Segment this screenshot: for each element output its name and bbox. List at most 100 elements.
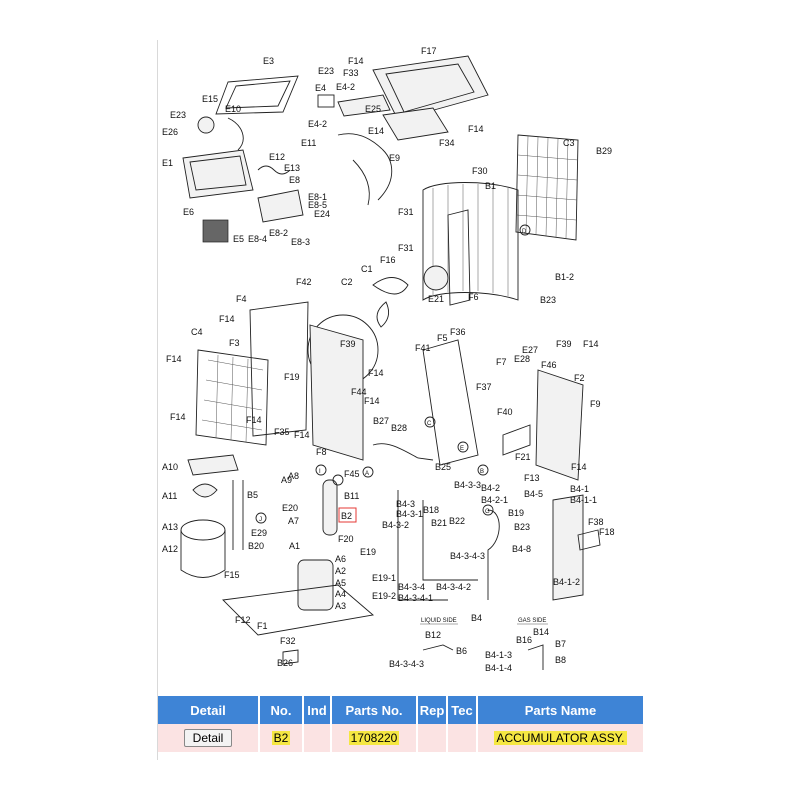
part-label: E10 — [225, 104, 241, 114]
part-label: E8-5 — [308, 200, 327, 210]
part-label: B4-3-4-3 — [389, 659, 424, 669]
part-label: F14 — [166, 354, 182, 364]
part-label: F34 — [439, 138, 455, 148]
part-label: F14 — [571, 462, 587, 472]
part-label: B23 — [540, 295, 556, 305]
part-label: F46 — [541, 360, 557, 370]
part-label: F5 — [437, 333, 448, 343]
part-label: F7 — [496, 357, 507, 367]
part-label: F33 — [343, 68, 359, 78]
cell-ind — [303, 724, 332, 752]
part-label: F30 — [472, 166, 488, 176]
part-label: E26 — [162, 127, 178, 137]
part-label: E8-3 — [291, 237, 310, 247]
part-label: F21 — [515, 452, 531, 462]
part-label: B19 — [508, 508, 524, 518]
part-label: F45 — [344, 469, 360, 479]
part-label: B4-3-3 — [454, 480, 481, 490]
part-label: A4 — [335, 589, 346, 599]
part-label: E20 — [282, 503, 298, 513]
part-label: E8-4 — [248, 234, 267, 244]
part-label: F40 — [497, 407, 513, 417]
part-label: F6 — [468, 292, 479, 302]
part-label: F13 — [524, 473, 540, 483]
part-label: F38 — [588, 517, 604, 527]
part-label: F37 — [476, 382, 492, 392]
part-label: A13 — [162, 522, 178, 532]
part-label: E23 — [170, 110, 186, 120]
part-label: F44 — [351, 387, 367, 397]
part-label: E4-2 — [308, 119, 327, 129]
parts-catalog-panel: A B C D E G I J E3 F14 F17 E23 F33 E4 E4… — [157, 40, 645, 760]
cell-parts-no: 1708220 — [331, 724, 418, 752]
part-label: B2 — [341, 511, 352, 521]
part-label: B18 — [423, 505, 439, 515]
part-label: B22 — [449, 516, 465, 526]
detail-button[interactable]: Detail — [183, 729, 233, 747]
parts-name-value: ACCUMULATOR ASSY. — [494, 731, 627, 745]
part-label: B4-1-1 — [570, 495, 597, 505]
part-label: E8 — [289, 175, 300, 185]
part-label: B4-2 — [481, 483, 500, 493]
connector-label: A — [365, 471, 369, 477]
cell-parts-name: ACCUMULATOR ASSY. — [477, 724, 645, 752]
part-label: B7 — [555, 639, 566, 649]
part-label: B29 — [596, 146, 612, 156]
part-label: A12 — [162, 544, 178, 554]
part-label: B4-3-2 — [382, 520, 409, 530]
part-label: F31 — [398, 207, 414, 217]
cell-tec — [447, 724, 478, 752]
table-row: Detail B2 1708220 ACCUMULATOR ASSY. — [158, 724, 645, 752]
part-label: B23 — [514, 522, 530, 532]
part-label: E15 — [202, 94, 218, 104]
connector-label: J — [259, 517, 262, 523]
part-label: E13 — [284, 163, 300, 173]
part-label: A3 — [335, 601, 346, 611]
part-label: F3 — [229, 338, 240, 348]
part-label: F36 — [450, 327, 466, 337]
part-label: A9 — [281, 475, 292, 485]
part-label: C2 — [341, 277, 353, 287]
connector-label: C — [427, 421, 432, 427]
part-label: F9 — [590, 399, 601, 409]
part-label: F14 — [294, 430, 310, 440]
part-label: E3 — [263, 56, 274, 66]
part-label: F20 — [338, 534, 354, 544]
part-number-ref: B2 — [271, 731, 291, 745]
part-label: A7 — [288, 516, 299, 526]
part-label: E28 — [514, 354, 530, 364]
part-label: F14 — [468, 124, 484, 134]
part-label: E21 — [428, 294, 444, 304]
part-label: B4-3-4-3 — [450, 551, 485, 561]
part-label: C4 — [191, 327, 203, 337]
part-label: B4-1 — [570, 484, 589, 494]
part-label: E25 — [365, 104, 381, 114]
parts-table: Detail No. Ind Parts No. Rep Tec Parts N… — [158, 696, 645, 752]
part-label: F14 — [364, 396, 380, 406]
part-label: F39 — [340, 339, 356, 349]
part-label: F8 — [316, 447, 327, 457]
column-header-parts-no: Parts No. — [331, 696, 418, 724]
part-label: F17 — [421, 46, 437, 56]
exploded-parts-diagram: A B C D E G I J E3 F14 F17 E23 F33 E4 E4… — [158, 40, 644, 696]
part-label: B14 — [533, 627, 549, 637]
part-label: E4 — [315, 83, 326, 93]
part-label: F1 — [257, 621, 268, 631]
part-label: B4-1-3 — [485, 650, 512, 660]
part-label: B4-5 — [524, 489, 543, 499]
part-label: B4-2-1 — [481, 495, 508, 505]
part-label: B5 — [247, 490, 258, 500]
part-label: B1-2 — [555, 272, 574, 282]
table-header-row: Detail No. Ind Parts No. Rep Tec Parts N… — [158, 696, 645, 724]
part-label: C1 — [361, 264, 373, 274]
part-label: B4-3-4-2 — [436, 582, 471, 592]
part-label: E6 — [183, 207, 194, 217]
part-label: E19-2 — [372, 591, 396, 601]
part-label: B6 — [456, 646, 467, 656]
part-label: F4 — [236, 294, 247, 304]
part-label: E24 — [314, 209, 330, 219]
part-label: B28 — [391, 423, 407, 433]
part-label: B4-3-1 — [396, 509, 423, 519]
part-label: F14 — [583, 339, 599, 349]
part-label: B4-1-2 — [553, 577, 580, 587]
